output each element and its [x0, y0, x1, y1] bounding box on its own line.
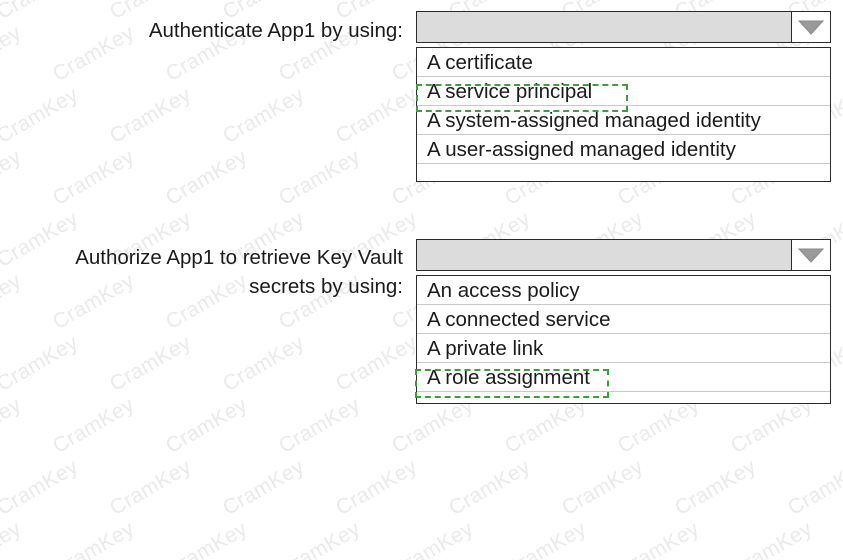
watermark-text: CramKey [49, 517, 139, 560]
watermark-text: CramKey [0, 455, 83, 520]
watermark-text: CramKey [162, 517, 252, 560]
watermark-text: CramKey [501, 517, 591, 560]
watermark-text: CramKey [445, 455, 535, 520]
list-item[interactable]: A service principal [417, 77, 830, 106]
page-title-2: Authorize App1 to retrieve Key Vault sec… [75, 246, 403, 298]
watermark-text: CramKey [727, 517, 817, 560]
dropdown-options-list-1[interactable]: A certificate A service principal A syst… [416, 47, 831, 182]
watermark-text: CramKey [671, 455, 761, 520]
watermark-text: CramKey [614, 517, 704, 560]
watermark-text: CramKey [106, 455, 196, 520]
list-item[interactable]: An access policy [417, 276, 830, 305]
watermark-text: CramKey [784, 455, 843, 520]
dropdown-header-2[interactable] [416, 239, 831, 271]
dropdown-header-1[interactable] [416, 11, 831, 43]
chevron-down-icon[interactable] [791, 240, 830, 270]
list-item[interactable]: A user-assigned managed identity [417, 135, 830, 164]
watermark-text: CramKey [219, 455, 309, 520]
list-item[interactable]: A connected service [417, 305, 830, 334]
dropdown-selected-value-2[interactable] [417, 240, 791, 270]
list-item[interactable]: A certificate [417, 48, 830, 77]
watermark-text: CramKey [275, 517, 365, 560]
dropdown-selected-value-1[interactable] [417, 12, 791, 42]
watermark-text: CramKey [558, 455, 648, 520]
watermark-text: CramKey [388, 517, 478, 560]
dropdown-options-list-2[interactable]: An access policy A connected service A p… [416, 275, 831, 404]
list-item[interactable]: A role assignment [417, 363, 830, 392]
watermark-text: CramKey [332, 455, 422, 520]
list-item[interactable]: A system-assigned managed identity [417, 106, 830, 135]
page-title: Authenticate App1 by using: [148, 19, 403, 42]
watermark-text: CramKey [0, 517, 26, 560]
chevron-down-icon[interactable] [791, 12, 830, 42]
list-item[interactable]: A private link [417, 334, 830, 363]
